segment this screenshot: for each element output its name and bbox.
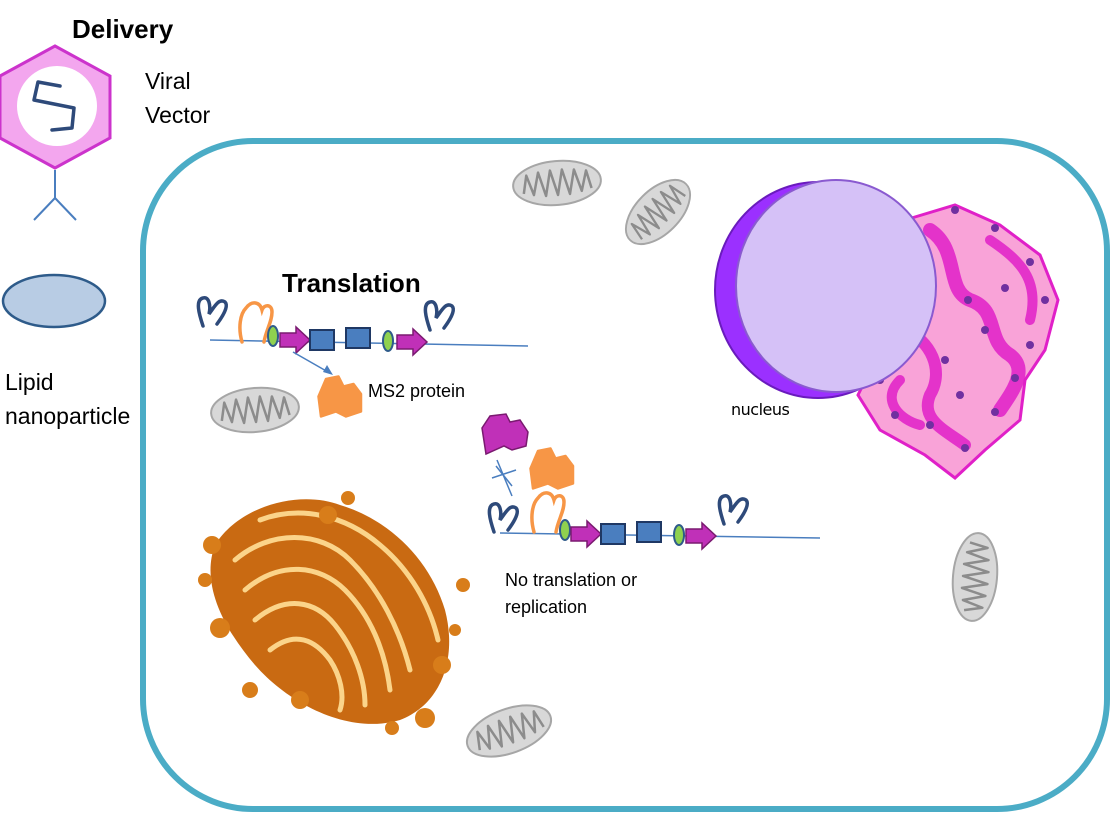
viral-capsid-icon bbox=[0, 44, 112, 221]
repression-construct bbox=[481, 413, 821, 550]
translation-construct bbox=[196, 295, 529, 375]
no-translation-label-line2: replication bbox=[505, 597, 588, 617]
nucleus-label: nucleus bbox=[731, 400, 790, 419]
mitochondrion-icon bbox=[613, 167, 703, 257]
cell-membrane bbox=[140, 138, 1110, 812]
nucleus-icon bbox=[714, 179, 937, 399]
mitochondrion-icon bbox=[510, 155, 604, 211]
translation-title: Translation bbox=[282, 268, 421, 298]
lipid-nanoparticle-icon bbox=[1, 273, 107, 329]
delivery-title: Delivery bbox=[72, 14, 174, 44]
ms2-protein-label: MS2 protein bbox=[368, 381, 466, 401]
viral-vector-label-line1: Viral bbox=[145, 68, 191, 94]
mitochondrion-icon bbox=[458, 694, 560, 768]
lipid-label-line2: nanoparticle bbox=[5, 403, 131, 429]
mitochondrion-icon bbox=[208, 382, 302, 438]
viral-vector-label-line2: Vector bbox=[145, 102, 211, 128]
repressor-protein-icon bbox=[481, 413, 529, 456]
no-translation-label-line1: No translation or bbox=[505, 570, 638, 590]
lipid-label-line1: Lipid bbox=[5, 369, 54, 395]
ms2-protein-icon bbox=[317, 375, 363, 418]
mitochondrion-icon bbox=[947, 530, 1003, 624]
golgi-apparatus-icon bbox=[198, 491, 470, 735]
